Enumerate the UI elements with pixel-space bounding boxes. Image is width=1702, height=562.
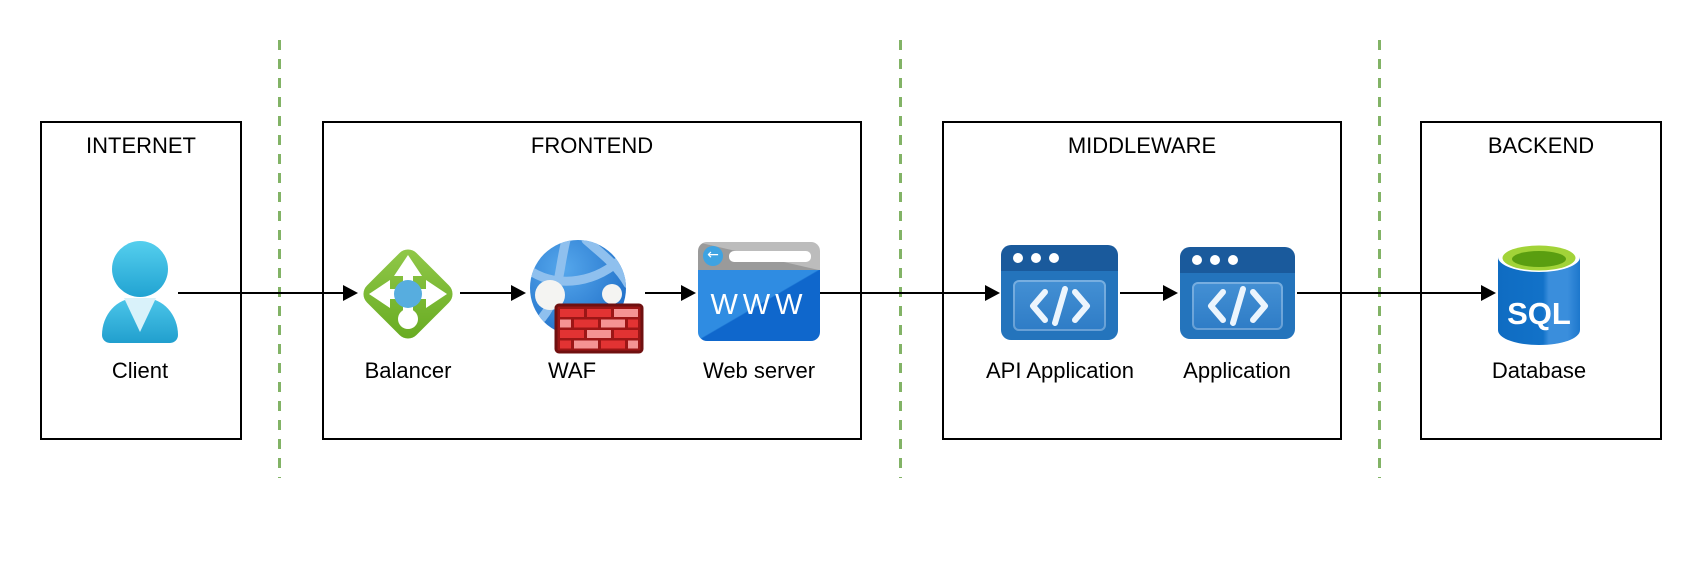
firewall-bricks [554, 303, 644, 354]
flow-arrow [460, 285, 526, 301]
node-label: API Application [986, 358, 1134, 383]
node-label: Database [1491, 358, 1587, 383]
code-window-icon [1180, 247, 1295, 339]
node-label: Web server [702, 358, 816, 383]
window-dot-icon [1210, 255, 1220, 265]
code-panel [1192, 282, 1283, 330]
flow-arrow [820, 285, 1000, 301]
zone-separator [899, 40, 902, 478]
window-dot-icon [1049, 253, 1059, 263]
code-window-icon [1001, 245, 1118, 340]
window-titlebar [1180, 247, 1295, 273]
person-head [112, 241, 168, 297]
person-icon [102, 239, 178, 343]
back-arrow-icon: ← [703, 246, 723, 266]
node-label: Application [1183, 358, 1291, 383]
flow-arrow [1297, 285, 1496, 301]
browser-page: WWW [698, 270, 820, 341]
zone-separator [1378, 40, 1381, 478]
zone-title-middleware: MIDDLEWARE [1067, 133, 1217, 158]
flow-arrow [1120, 285, 1178, 301]
window-dot-icon [1031, 253, 1041, 263]
zone-title-backend: BACKEND [1487, 133, 1595, 158]
sql-label: SQL [1507, 296, 1571, 331]
browser-toolbar: ← [698, 242, 820, 270]
load-balancer-icon [363, 249, 453, 339]
node-label: WAF [547, 358, 597, 383]
zone-separator [278, 40, 281, 478]
window-body [1180, 273, 1295, 339]
node-label: Client [111, 358, 169, 383]
arrowhead-icon [343, 285, 358, 301]
zone-title-internet: INTERNET [86, 133, 196, 158]
arrowhead-icon [681, 285, 696, 301]
browser-window-icon: ← WWW [698, 242, 820, 341]
window-body [1001, 271, 1118, 340]
window-dot-icon [1192, 255, 1202, 265]
code-brackets-icon [1207, 286, 1268, 326]
node-label: Balancer [364, 358, 452, 383]
arrowhead-icon [985, 285, 1000, 301]
window-dot-icon [1013, 253, 1023, 263]
address-bar [729, 251, 811, 262]
flow-arrow [178, 285, 358, 301]
window-titlebar [1001, 245, 1118, 271]
arrowhead-icon [511, 285, 526, 301]
code-panel [1013, 280, 1106, 331]
arrowhead-icon [1163, 285, 1178, 301]
window-dot-icon [1228, 255, 1238, 265]
code-brackets-icon [1029, 285, 1090, 326]
zone-title-frontend: FRONTEND [530, 133, 654, 158]
arrowhead-icon [1481, 285, 1496, 301]
flow-arrow [645, 285, 696, 301]
sql-database-icon: SQL [1498, 242, 1580, 345]
person-collar [124, 298, 156, 332]
globe-firewall-icon [530, 240, 644, 354]
